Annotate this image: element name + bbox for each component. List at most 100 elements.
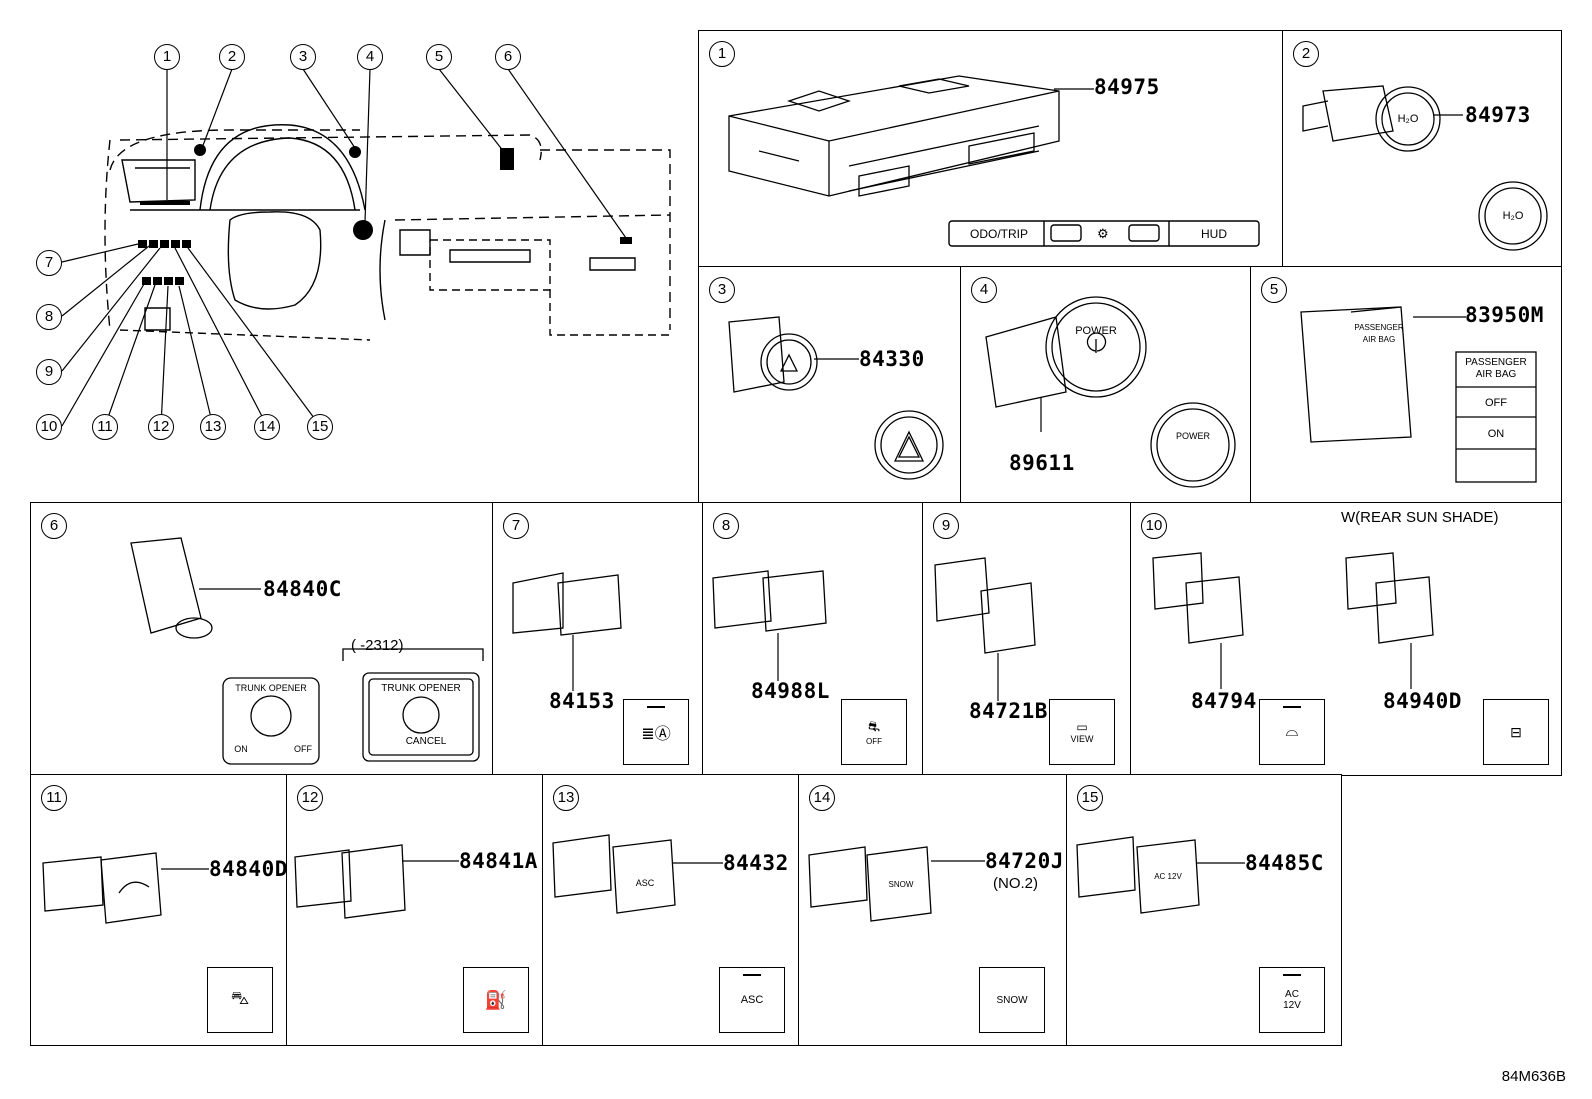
fuel-icon: ⛽ — [484, 989, 508, 1010]
fuel-door-switch-drawing — [294, 844, 459, 919]
camera-icon: ▭ — [1076, 720, 1088, 734]
ac-label-small: AC 12V — [1154, 872, 1182, 881]
asc-label-small: ASC — [635, 878, 655, 888]
version-note: ( -2312) — [351, 637, 404, 654]
skid-icon: ⛐ — [867, 718, 881, 734]
panel-5: 5 PASSENGER AIR BAG OFF ON PASSENGER AIR… — [1250, 266, 1562, 504]
view-switch-drawing — [934, 557, 1036, 701]
panel-12: 12 84841A ⛽ — [286, 774, 544, 1046]
off-label: OFF — [866, 737, 882, 746]
callout-13: 13 — [200, 414, 226, 440]
panel-number: 2 — [1293, 41, 1319, 67]
part-number: 84153 — [549, 689, 615, 713]
panel-4: 4 POWER POWER 89611 — [960, 266, 1252, 504]
snow-switch-drawing — [808, 846, 985, 922]
wiper-sunshade-drawing — [1152, 552, 1434, 689]
asc-switch-drawing — [552, 834, 723, 914]
panel-number: 11 — [41, 785, 67, 811]
part-number-2: 84940D — [1383, 689, 1462, 713]
power-switch-drawing — [985, 296, 1236, 488]
on-label: ON — [234, 744, 248, 754]
passenger-airbag-label: PASSENGER AIR BAG — [1465, 357, 1527, 380]
hazard-switch-drawing — [728, 316, 944, 480]
part-number: 84794 — [1191, 689, 1257, 713]
panel-8: 8 84988L ⛐ OFF — [702, 502, 924, 776]
callout-2: 2 — [219, 44, 245, 70]
trunk-switch-drawing — [42, 852, 209, 924]
snow-label: SNOW — [996, 994, 1028, 1006]
headlight-icon: ≣Ⓐ — [641, 726, 671, 743]
callout-5: 5 — [426, 44, 452, 70]
trunk-opener-label-2: TRUNK OPENER — [381, 683, 461, 694]
callout-4: 4 — [357, 44, 383, 70]
trunk-opener-label: TRUNK OPENER — [235, 683, 307, 693]
headlight-switch-drawing — [512, 572, 622, 691]
part-number: 84841A — [459, 849, 538, 873]
on-label: ON — [1487, 428, 1505, 440]
panel-7: 7 84153 ≣Ⓐ — [492, 502, 704, 776]
diagram-code: 84M636B — [1501, 1068, 1566, 1085]
power-face-label: POWER — [1175, 431, 1210, 441]
panel-number: 5 — [1261, 277, 1287, 303]
trunk-face: ⛍ — [207, 967, 273, 1033]
part-number: 84988L — [751, 679, 830, 703]
sunshade-icon: ⊟ — [1510, 723, 1522, 740]
traction-switch-drawing — [712, 570, 827, 681]
panel-number: 4 — [971, 277, 997, 303]
off-label: OFF — [294, 744, 312, 754]
traction-off-face: ⛐ OFF — [841, 699, 907, 765]
panel-number: 7 — [503, 513, 529, 539]
callout-10: 10 — [36, 414, 62, 440]
view-label: VIEW — [1070, 734, 1094, 744]
dashboard-overview: 1 2 3 4 5 6 7 8 9 10 11 12 13 14 15 — [30, 30, 680, 470]
part-number: 84330 — [859, 347, 925, 371]
view-face: ▭ VIEW — [1049, 699, 1115, 765]
panel-number: 8 — [713, 513, 739, 539]
part-number: 84721B — [969, 699, 1048, 723]
headlight-leveling-face: ≣Ⓐ — [623, 699, 689, 765]
callout-3: 3 — [290, 44, 316, 70]
panel-number: 9 — [933, 513, 959, 539]
hud-label: HUD — [1201, 227, 1227, 241]
panel-6: 6 84840C TRUNK OPENER ON OFF ( -2312) TR… — [30, 502, 494, 776]
part-number: 84973 — [1465, 103, 1531, 127]
callout-8: 8 — [36, 304, 62, 330]
asc-face: ASC — [719, 967, 785, 1033]
odo-trip-label: ODO/TRIP — [969, 227, 1028, 241]
part-number: 84975 — [1094, 75, 1160, 99]
part-number: 84840D — [209, 857, 288, 881]
panel-13: 13 ASC 84432 ASC — [542, 774, 800, 1046]
passenger-airbag-label-small: PASSENGER AIR BAG — [1354, 323, 1404, 344]
part-number: 84485C — [1245, 851, 1324, 875]
panel-number: 1 — [709, 41, 735, 67]
part-number: 84840C — [263, 577, 342, 601]
power-label: POWER — [1075, 325, 1117, 337]
panel-14: 14 SNOW 84720J (NO.2) SNOW — [798, 774, 1068, 1046]
rear-wiper-face: ⌓ — [1259, 699, 1325, 765]
wiper-icon: ⌓ — [1285, 723, 1299, 740]
car-trunk-icon: ⛍ — [230, 988, 250, 1008]
ac-outlet-switch-drawing — [1076, 836, 1245, 914]
asc-label: ASC — [740, 994, 764, 1006]
callout-11: 11 — [92, 414, 118, 440]
dashboard-drawing — [61, 68, 671, 427]
h2o-face-label: H₂O — [1502, 210, 1524, 222]
part-number: 84720J — [985, 849, 1064, 873]
panel-number: 10 — [1141, 513, 1167, 539]
odo-trip-switch-assembly-drawing — [728, 75, 1260, 247]
panel-number: 13 — [553, 785, 579, 811]
h2o-label: H₂O — [1397, 113, 1419, 125]
panel-number: 3 — [709, 277, 735, 303]
panel-2: 2 H₂O H₂O 84973 — [1282, 30, 1562, 268]
callout-12: 12 — [148, 414, 174, 440]
panel-number: 15 — [1077, 785, 1103, 811]
rear-sun-shade-note: W(REAR SUN SHADE) — [1341, 509, 1499, 526]
panel-10: 10 W(REAR SUN SHADE) 84794 84940D ⌓ ⊟ — [1130, 502, 1562, 776]
panel-number: 14 — [809, 785, 835, 811]
panel-9: 9 84721B ▭ VIEW — [922, 502, 1132, 776]
part-number: 84432 — [723, 851, 789, 875]
ac-label: AC 12V — [1283, 989, 1301, 1011]
off-label: OFF — [1485, 397, 1507, 409]
tire-icon: ⚙ — [1097, 226, 1109, 241]
ac-face: AC 12V — [1259, 967, 1325, 1033]
